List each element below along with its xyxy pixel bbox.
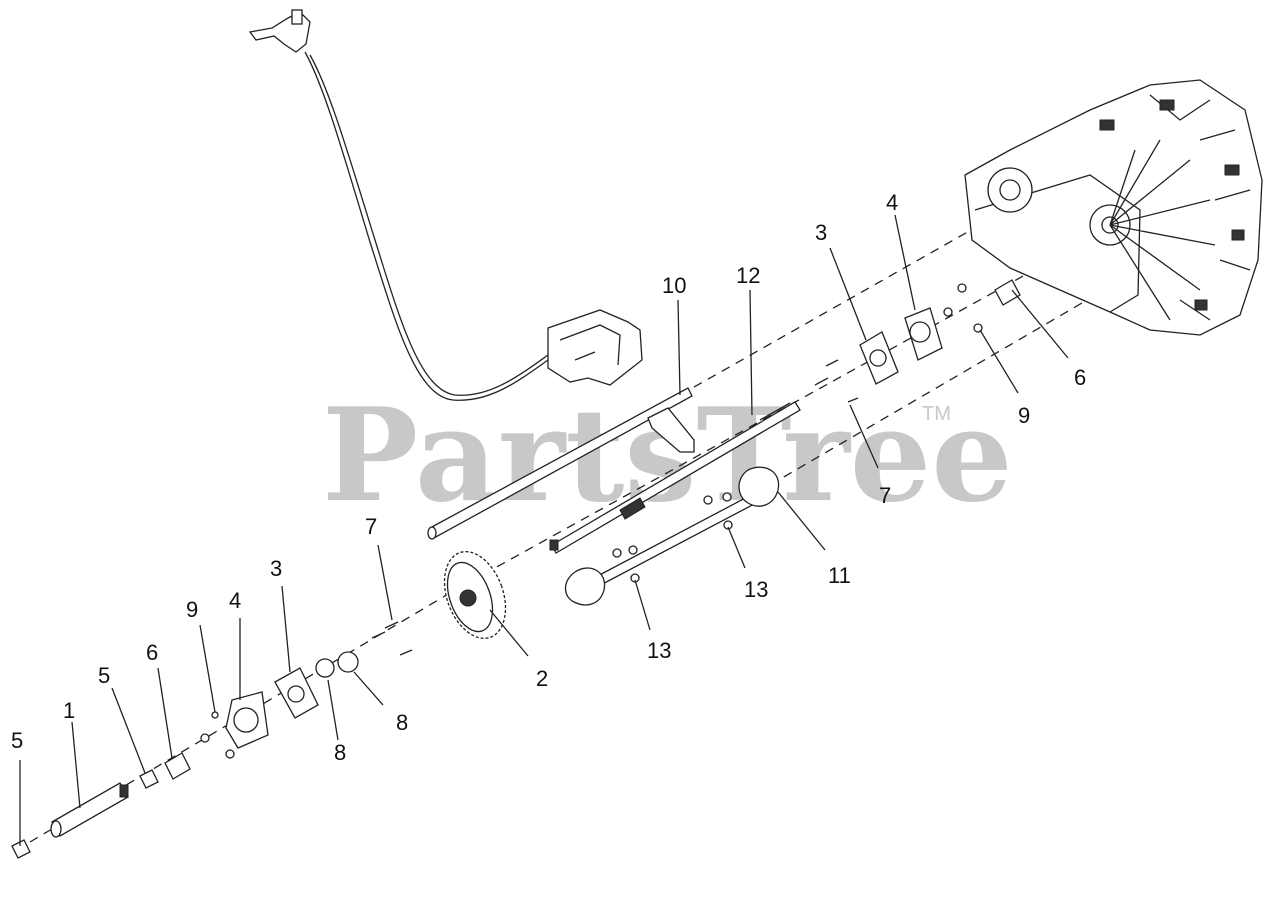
label-5b: 5: [98, 663, 110, 688]
left-assembly: [11, 621, 413, 859]
label-2: 2: [536, 666, 548, 691]
label-5a: 5: [11, 728, 23, 753]
part-6-bushing-b: [994, 279, 1021, 306]
label-9a: 9: [186, 597, 198, 622]
part-4-bearing-b: [904, 307, 943, 361]
label-4a: 4: [229, 588, 241, 613]
part-8-washer-b: [337, 651, 359, 673]
label-6b: 6: [1074, 365, 1086, 390]
label-13a: 13: [647, 638, 671, 663]
part-12-shaft: [549, 401, 801, 554]
part-11-axle: [564, 466, 780, 606]
part-1-shaft: [51, 782, 129, 837]
part-labels: 5 1 5 6 9 4 3 7 8 8 2 13 13 11 10 12 3 4…: [11, 190, 1086, 765]
label-6a: 6: [146, 640, 158, 665]
label-7a: 7: [365, 514, 377, 539]
part-5-collar-a: [11, 839, 31, 859]
part-3-plate-b: [859, 331, 899, 385]
label-1: 1: [63, 698, 75, 723]
part-2-gear: [443, 550, 507, 640]
part-6-bushing-a: [164, 752, 191, 780]
label-7b: 7: [879, 483, 891, 508]
label-9b: 9: [1018, 403, 1030, 428]
label-8b: 8: [396, 710, 408, 735]
label-11: 11: [828, 563, 851, 588]
watermark-trademark: TM: [922, 403, 951, 425]
label-3a: 3: [270, 556, 282, 581]
part-3-plate-a: [274, 667, 319, 719]
part-10-shaft: [427, 387, 695, 540]
part-4-bearing-a: [225, 691, 269, 749]
label-8a: 8: [334, 740, 346, 765]
part-8-washer-a: [315, 658, 335, 678]
label-13b: 13: [744, 577, 768, 602]
label-10: 10: [662, 273, 686, 298]
part-5-collar-b: [139, 769, 159, 789]
label-3b: 3: [815, 220, 827, 245]
label-4b: 4: [886, 190, 898, 215]
label-12: 12: [736, 263, 760, 288]
control-cable: [248, 9, 549, 401]
transmission-housing: [964, 79, 1263, 336]
cable-bracket: [547, 309, 643, 386]
right-assembly: [612, 279, 1021, 583]
leader-lines: [19, 214, 1069, 846]
